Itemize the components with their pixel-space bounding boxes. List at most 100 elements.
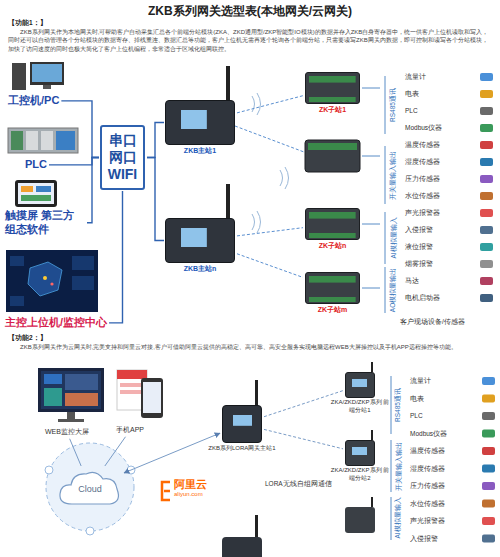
device-name: 声光报警器	[405, 209, 440, 218]
screen-tile	[44, 374, 62, 384]
map-region	[28, 262, 62, 296]
antenna	[226, 184, 230, 218]
node-text: ZK子站1	[319, 105, 346, 115]
phone	[141, 378, 163, 418]
bracket	[391, 376, 392, 540]
antenna	[226, 66, 230, 100]
front-device: ZKA/ZKD/ZKP系列 前端分站2	[345, 440, 375, 466]
map-panel	[10, 256, 24, 266]
group-label: RS485通讯	[393, 375, 403, 435]
screen-tile	[65, 393, 98, 406]
node-text: ZKB主站1	[184, 146, 216, 156]
device-name: 流量计	[405, 73, 426, 82]
device-icon	[482, 482, 495, 490]
node-text: PLC	[25, 158, 47, 172]
device-name: 流量计	[410, 377, 431, 386]
plc-module	[11, 131, 23, 150]
gateway-device: ZKB系列LORA网关主站1	[222, 405, 262, 443]
app-row	[120, 390, 144, 394]
section-heading: 【功能2：】	[8, 334, 47, 343]
device-icon	[480, 73, 493, 81]
node-text: WEB监控大屏	[45, 428, 89, 437]
page-title: ZKB系列网关选型表(本地网关/云网关)	[0, 3, 500, 20]
slave-device	[305, 140, 360, 172]
device-name: 水位传感器	[405, 192, 440, 201]
node-text: ZKB主站n	[184, 264, 217, 274]
section-heading: 【功能1：】	[8, 19, 47, 28]
device-name: 压力传感器	[410, 482, 445, 491]
ring-dot	[45, 466, 53, 474]
device-icon	[482, 500, 495, 508]
pc-stand	[43, 85, 51, 89]
screen-tile	[21, 195, 51, 201]
device-name: 入侵报警	[405, 226, 433, 235]
app-header	[117, 370, 147, 379]
pc-screen	[32, 64, 62, 82]
wireless-waves	[252, 93, 289, 233]
front-device	[345, 507, 375, 533]
cloud-outline	[60, 472, 119, 504]
device-label: PLC	[25, 158, 47, 172]
device-name: 电表	[410, 395, 424, 404]
ring-dot	[86, 527, 94, 535]
node-text: aliyun.com	[174, 491, 207, 498]
antenna	[371, 362, 373, 372]
device-name: 电机启动器	[405, 294, 440, 303]
device-name: 温度传感器	[410, 447, 445, 456]
device-name: 液位报警	[405, 243, 433, 252]
group-label: AI模拟量输入	[393, 493, 403, 543]
connector	[237, 254, 303, 278]
device-icon	[480, 124, 493, 132]
tablet-screen	[18, 183, 54, 204]
screen-tile	[36, 186, 51, 192]
node-text: ZKA/ZKD/ZKP系列 前端分站1	[329, 399, 391, 415]
cloud-provider: 阿里云aliyun.com	[174, 478, 207, 498]
screen-tile	[65, 374, 98, 390]
antenna	[371, 497, 373, 507]
device-name: 马达	[405, 277, 419, 286]
node-text: 触摸屏 第三方组态软件	[5, 209, 85, 237]
connector	[61, 101, 99, 158]
antenna	[371, 430, 373, 440]
device-icon	[482, 517, 495, 525]
device-icon	[482, 395, 495, 403]
node-text: ZKA/ZKD/ZKP系列 前端分站2	[329, 467, 391, 483]
terminal-strip	[308, 143, 357, 150]
device-icon	[480, 209, 493, 217]
bracket	[362, 76, 385, 313]
cloud-ring	[46, 443, 134, 531]
device-icon	[480, 277, 493, 285]
device-name: PLC	[405, 107, 418, 114]
screen-base	[58, 419, 84, 422]
device-label: 工控机/PC	[8, 94, 59, 108]
device-name: 温度传感器	[405, 141, 440, 150]
antenna	[255, 380, 258, 405]
device-name: 电表	[405, 90, 419, 99]
node-text: 主控上位机/监控中心	[5, 316, 107, 330]
gateway-device: ZKB主站1	[165, 100, 235, 145]
device-icon	[480, 243, 493, 251]
connector	[264, 429, 343, 448]
slave-device: ZK子站1	[305, 72, 360, 104]
connector	[87, 158, 99, 223]
group-label: 开关量输入输出	[393, 439, 403, 494]
node-text: Cloud	[78, 480, 102, 494]
description: ZKB系列网关作为本地网关时,可帮助客户自动采集汇总各个前端分站模块(ZKA、Z…	[8, 28, 492, 53]
map-panel	[72, 276, 94, 290]
node-text: 串口 网口 WIFI	[105, 132, 140, 182]
connector	[237, 96, 303, 113]
device-label: 手机APP	[116, 426, 144, 435]
link-label: LORA无线自组网通信	[265, 480, 332, 489]
device-name: 入侵报警	[410, 535, 438, 544]
device-name: 压力传感器	[405, 175, 440, 184]
device-name: 湿度传感器	[410, 465, 445, 474]
device-icon	[482, 465, 495, 473]
node-text: ZK子站n	[319, 241, 347, 251]
node-text: ZK子站m	[318, 305, 348, 315]
device-icon	[480, 107, 493, 115]
description: ZKB系列网关作为云网关时,完美支持和阿里云对接,客户可借助阿里云提供的高稳定、…	[8, 343, 492, 351]
device-icon	[482, 430, 495, 438]
gateway-device: ZKB主站n	[165, 218, 235, 263]
